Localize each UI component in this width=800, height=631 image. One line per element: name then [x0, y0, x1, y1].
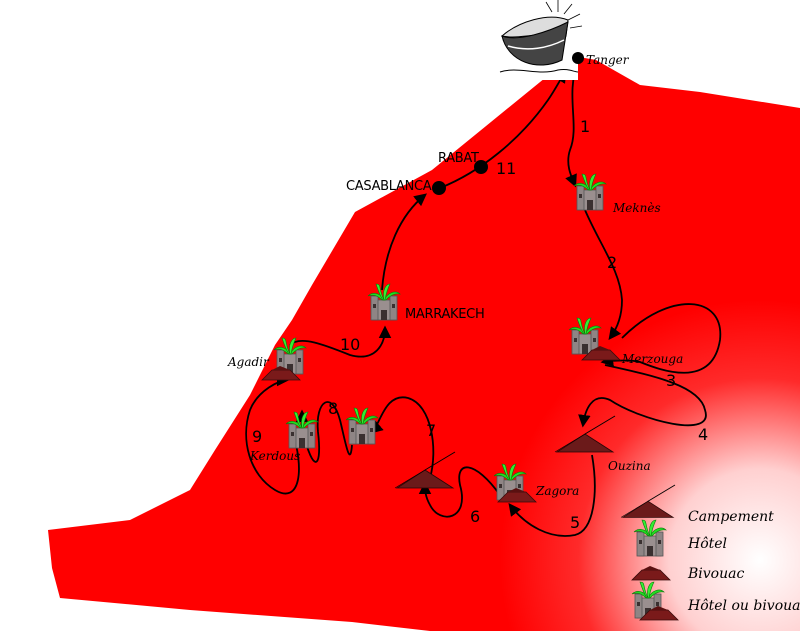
legend: Campement Hôtel Bivouac Hôtel ou bivouac — [620, 484, 800, 621]
stage-label: 7 — [426, 421, 436, 440]
label-zagora: Zagora — [535, 484, 579, 498]
stage-label: 2 — [607, 253, 617, 272]
ship-icon — [499, 0, 583, 80]
route-paths — [245, 61, 722, 537]
legend-hotel: Hôtel — [687, 536, 727, 552]
tanger-dot — [572, 52, 584, 64]
label-rabat: RABAT — [438, 151, 479, 166]
label-agadir: Agadir — [227, 355, 270, 369]
stage-label: 11 — [496, 159, 516, 178]
label-merzouga: Merzouga — [621, 352, 683, 366]
stage-label: 3 — [666, 371, 676, 390]
stage-label: 4 — [698, 425, 708, 444]
stage-numbers: 1 2 3 4 5 6 7 8 9 10 11 — [252, 117, 708, 532]
legend-campement: Campement — [688, 509, 774, 525]
legend-bivouac: Bivouac — [687, 566, 744, 582]
stage-label: 1 — [580, 117, 590, 136]
label-kerdous: Kerdous — [249, 449, 300, 463]
label-ouzina: Ouzina — [608, 459, 651, 473]
stage-label: 9 — [252, 427, 262, 446]
label-meknes: Meknès — [612, 201, 661, 215]
stage-label: 5 — [570, 513, 580, 532]
stage-label: 6 — [470, 507, 480, 526]
stage-label: 10 — [340, 335, 360, 354]
label-tanger: Tanger — [586, 53, 630, 67]
stage-label: 8 — [328, 399, 338, 418]
legend-hotel-bivouac: Hôtel ou bivouac — [687, 598, 800, 614]
label-marrakech: MARRAKECH — [405, 307, 484, 322]
morocco-land — [48, 55, 800, 631]
casablanca-dot — [432, 181, 446, 195]
rabat-dot — [474, 160, 488, 174]
label-casablanca: CASABLANCA — [346, 179, 432, 194]
